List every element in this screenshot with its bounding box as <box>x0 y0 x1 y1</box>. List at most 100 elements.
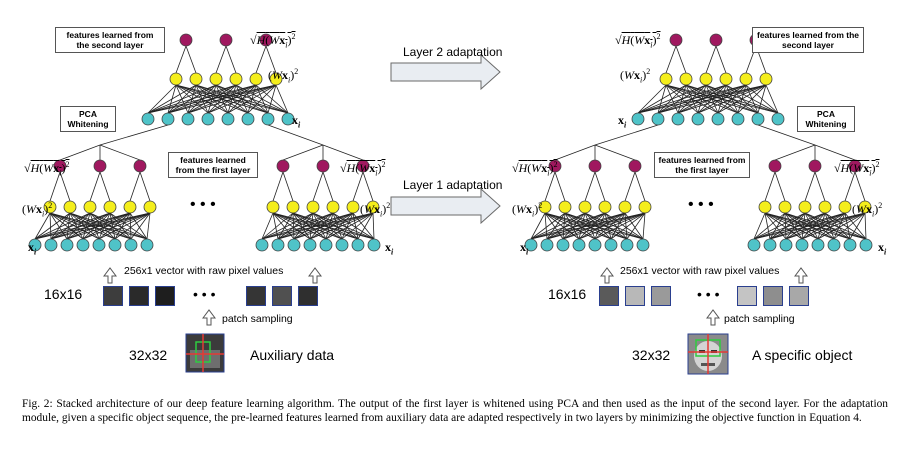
connection-edge <box>864 212 867 240</box>
connection-edge <box>665 84 739 114</box>
left-patch-4 <box>246 286 266 306</box>
connection-edge <box>272 212 375 240</box>
input-node <box>221 112 235 126</box>
squared-response-node <box>366 200 380 214</box>
connection-edge <box>332 212 343 240</box>
connection-edge <box>49 171 61 202</box>
left-r-x-label: xi <box>385 240 394 257</box>
connection-edge <box>69 212 148 240</box>
input-node <box>60 238 74 252</box>
squared-response-node <box>758 200 772 214</box>
connection-edge <box>564 212 596 240</box>
left-vector-label: 256x1 vector with raw pixel values <box>124 265 284 277</box>
input-node <box>691 112 705 126</box>
connection-edge <box>225 45 237 74</box>
connection-edge <box>89 171 101 202</box>
input-node <box>76 238 90 252</box>
connection-edge <box>175 84 269 114</box>
connection-edge <box>215 84 289 114</box>
connection-edge <box>293 212 334 240</box>
right-patch-2 <box>625 286 645 306</box>
connection-edge <box>175 45 187 74</box>
connection-edge <box>272 212 279 240</box>
connection-edge <box>272 171 284 202</box>
squared-response-node <box>798 200 812 214</box>
pooled-feature-node <box>848 159 862 173</box>
right-patch-ellipsis: • • • <box>697 286 720 302</box>
connection-edge <box>282 171 294 202</box>
squared-response-node <box>699 72 713 86</box>
squared-response-node <box>43 200 57 214</box>
connection-edge <box>312 212 343 240</box>
connection-edge <box>109 212 132 240</box>
connection-edge <box>175 84 209 114</box>
connection-edge <box>544 171 556 202</box>
connection-edge <box>49 212 132 240</box>
connection-edge <box>175 84 249 114</box>
input-node <box>287 238 301 252</box>
connection-edge <box>824 212 835 240</box>
connection-edge <box>665 84 699 114</box>
connection-edge <box>322 144 364 161</box>
pooled-feature-node <box>316 159 330 173</box>
connection-edge <box>82 212 91 240</box>
squared-response-node <box>858 200 872 214</box>
connection-edge <box>774 144 816 161</box>
left-top-sqrt-label: √H(Wxi)2 <box>250 32 296 50</box>
right-patch-5 <box>763 286 783 306</box>
connection-edge <box>195 84 289 114</box>
left-l1-x-label: xi <box>28 240 37 257</box>
up-arrow-icon <box>202 309 216 326</box>
connection-edge <box>562 212 606 240</box>
connection-edge <box>255 84 289 114</box>
connection-edge <box>312 212 327 240</box>
connection-edge <box>332 212 359 240</box>
connection-edge <box>764 212 835 240</box>
pooled-feature-node <box>588 159 602 173</box>
right-l1-sqrt-label: √H(Wxi)2 <box>512 160 558 178</box>
connection-edge <box>594 124 659 146</box>
connection-edge <box>352 171 364 202</box>
squared-response-node <box>618 200 632 214</box>
connection-edge <box>764 212 803 240</box>
connection-edge <box>292 212 375 240</box>
connection-edge <box>642 212 646 240</box>
connection-edge <box>685 84 779 114</box>
connection-edge <box>764 212 867 240</box>
right-top-sqrt-label: √H(Wxi)2 <box>615 32 661 50</box>
pooled-feature-node <box>93 159 107 173</box>
left-patch-3 <box>155 286 175 306</box>
input-node <box>271 238 285 252</box>
input-node <box>859 238 873 252</box>
pooled-feature-node <box>133 159 147 173</box>
connection-edge <box>584 171 596 202</box>
connection-edge <box>665 45 677 74</box>
connection-edge <box>544 212 580 240</box>
pooled-feature-node <box>808 159 822 173</box>
squared-response-node <box>346 200 360 214</box>
connection-edge <box>82 212 111 240</box>
left-patch-2 <box>129 286 149 306</box>
connection-edge <box>624 171 636 202</box>
connection-edge <box>322 171 334 202</box>
connection-edge <box>265 45 277 74</box>
left-second-layer-features-box: features learned from the second layer <box>55 27 165 53</box>
connection-edge <box>637 84 667 114</box>
connection-edge <box>372 212 375 240</box>
squared-response-node <box>739 72 753 86</box>
squared-response-node <box>306 200 320 214</box>
connection-edge <box>49 212 84 240</box>
connection-edge <box>564 212 612 240</box>
up-arrow-icon <box>308 267 322 284</box>
connection-edge <box>272 212 295 240</box>
connection-edge <box>757 124 816 146</box>
connection-edge <box>69 212 116 240</box>
connection-edge <box>69 212 84 240</box>
connection-edge <box>530 212 546 240</box>
input-node <box>241 112 255 126</box>
connection-edge <box>34 212 51 240</box>
connection-edge <box>824 212 867 240</box>
connection-edge <box>657 84 667 114</box>
input-node <box>771 112 785 126</box>
